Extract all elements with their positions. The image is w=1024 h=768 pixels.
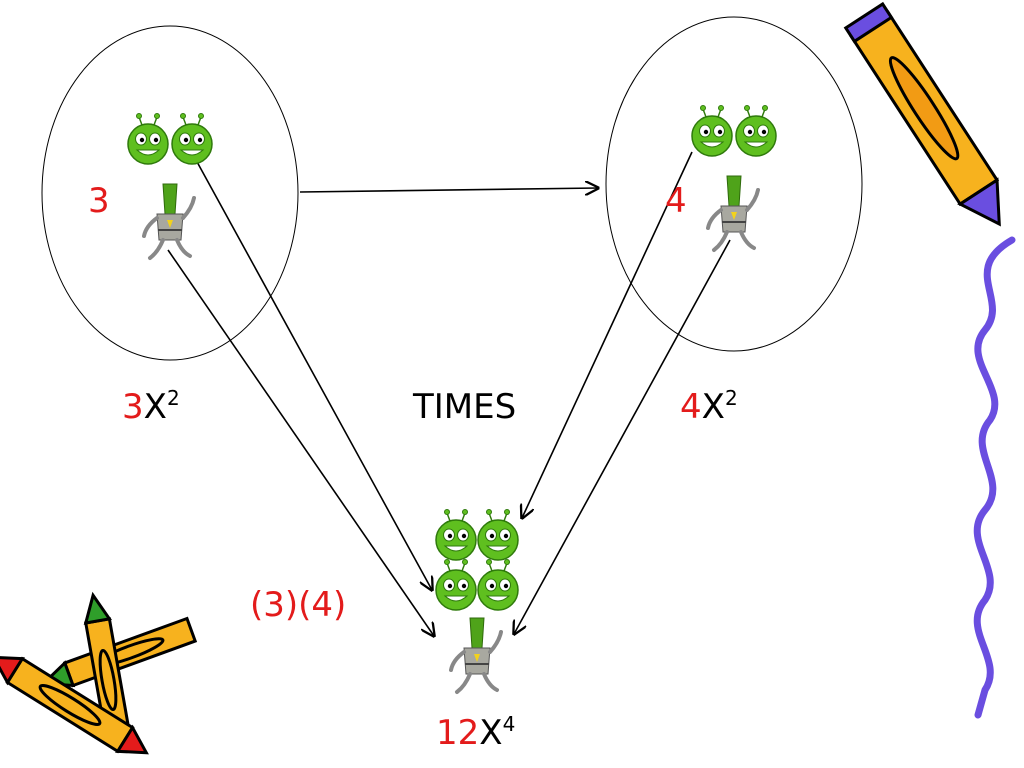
result-variable: X	[479, 713, 503, 753]
result-coefficient: 12	[436, 713, 480, 753]
left-group-circle	[41, 25, 299, 361]
operation-label: TIMES	[413, 387, 517, 427]
arrow-left-to-right	[299, 188, 598, 192]
left-term-label: 3X2	[122, 387, 180, 427]
alien-four-headed-icon	[435, 508, 519, 694]
right-count-label: 4	[665, 181, 687, 221]
right-term-label: 4X2	[680, 387, 738, 427]
left-term-exponent: 2	[166, 386, 180, 410]
right-group-circle	[605, 16, 863, 352]
arrow-right-1-to-result	[522, 151, 693, 518]
arrow-left-2-to-result	[195, 159, 432, 590]
right-term-exponent: 2	[724, 386, 738, 410]
crayons-icon	[0, 591, 198, 755]
arrow-left-1-to-result	[167, 249, 434, 636]
left-term-variable: X	[143, 387, 167, 427]
multiplication-label: (3)(4)	[250, 585, 347, 625]
arrow-right-2-to-result	[514, 239, 731, 634]
pencil-icon	[843, 1, 1001, 227]
right-term-coefficient: 4	[680, 387, 702, 427]
result-term-label: 12X4	[436, 713, 515, 753]
alien-two-headed-icon	[127, 112, 213, 260]
left-count-label: 3	[88, 181, 110, 221]
alien-two-headed-icon	[691, 104, 777, 252]
result-exponent: 4	[502, 712, 516, 736]
left-term-coefficient: 3	[122, 387, 144, 427]
squiggle-decoration	[973, 236, 1016, 719]
right-term-variable: X	[701, 387, 725, 427]
